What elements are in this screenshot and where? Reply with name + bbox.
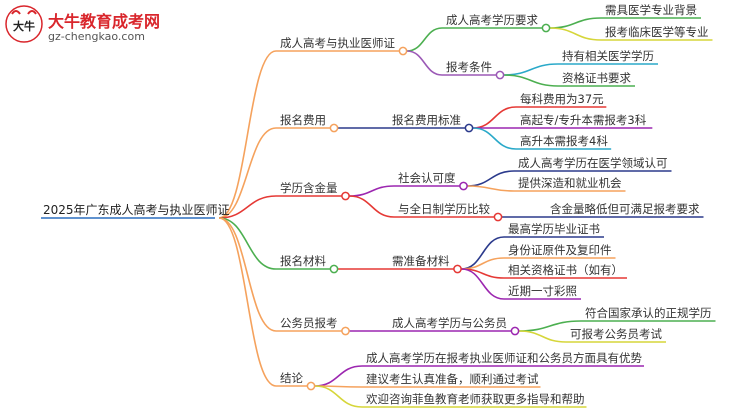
sub-node-2-1[interactable]: 与全日制学历比较: [398, 202, 490, 216]
branch-node-4[interactable]: 公务员报考: [280, 316, 338, 330]
edge-sub-1-0-to-leaf-0: [472, 106, 517, 129]
leaf-node-1-0-1[interactable]: 高起专/专升本需报考3科: [520, 113, 647, 127]
leaf-node-0-1-1[interactable]: 资格证书要求: [562, 71, 631, 85]
branch-node-3[interactable]: 报名材料: [280, 254, 326, 268]
mind-map-edges: [41, 17, 716, 408]
leaf-node-1-0-0[interactable]: 每科费用为37元: [520, 92, 604, 106]
edge-root-to-branch-3: [218, 217, 277, 270]
edge-root-to-branch-0: [218, 50, 277, 219]
bull-logo-icon: 大牛: [5, 5, 43, 43]
sub-node-4-0[interactable]: 成人高考学历与公务员: [392, 316, 507, 330]
edge-sub-4-0-to-leaf-1: [518, 330, 567, 343]
sub-node-2-0[interactable]: 社会认可度: [398, 171, 456, 185]
leaf-node-0-1-0[interactable]: 持有相关医学学历: [562, 49, 654, 63]
edge-root-to-branch-5: [218, 217, 277, 387]
leaf-node-3-0-0[interactable]: 最高学历毕业证书: [508, 222, 600, 236]
branch-node-1[interactable]: 报名费用: [280, 113, 326, 127]
sub-node-0-0[interactable]: 成人高考学历要求: [446, 13, 538, 27]
edge-sub-1-0-to-leaf-2: [472, 127, 517, 150]
leaf-node-1-0-2[interactable]: 高升本需报考4科: [520, 134, 608, 148]
edge-sub-0-1-to-leaf-1: [503, 74, 559, 87]
branch-collapse-toggle-1[interactable]: [329, 123, 339, 133]
branch-node-2[interactable]: 学历含金量: [280, 181, 338, 195]
sub-collapse-toggle-1-0[interactable]: [464, 123, 474, 133]
leaf-node-0-0-0[interactable]: 需具医学专业背景: [605, 3, 697, 17]
edge-sub-0-1-to-leaf-0: [503, 63, 559, 76]
leaf-node-4-0-1[interactable]: 可报考公务员考试: [570, 327, 662, 341]
mind-map-nodes: 2025年广东成人高考与执业医师证 成人高考与执业医师证 成人高考学历要求 需具医学专…: [43, 3, 712, 406]
sub-node-1-0[interactable]: 报名费用标准: [392, 113, 461, 127]
leaf-node-5-2[interactable]: 欢迎咨询菲鱼教育老师获取更多指导和帮助: [366, 392, 585, 406]
site-logo[interactable]: 大牛 大牛教育成考网 gz-chengkao.com: [4, 4, 174, 50]
edge-sub-3-0-to-leaf-3: [461, 268, 505, 300]
branch-node-5[interactable]: 结论: [280, 371, 303, 385]
sub-collapse-toggle-0-0[interactable]: [541, 23, 551, 33]
branch-collapse-toggle-0[interactable]: [398, 46, 408, 56]
branch-node-0[interactable]: 成人高考与执业医师证: [280, 36, 395, 50]
sub-node-3-0[interactable]: 需准备材料: [392, 254, 450, 268]
logo-glyph: 大牛: [13, 19, 35, 33]
branch-collapse-toggle-5[interactable]: [306, 381, 316, 391]
leaf-node-2-0-0[interactable]: 成人高考学历在医学领域认可: [518, 156, 668, 170]
site-url: gz-chengkao.com: [48, 30, 145, 43]
site-name: 大牛教育成考网: [48, 12, 161, 31]
sub-collapse-toggle-2-1[interactable]: [493, 212, 503, 222]
sub-collapse-toggle-4-0[interactable]: [510, 326, 520, 336]
edge-branch-2-to-sub-0: [349, 185, 395, 197]
root-node[interactable]: 2025年广东成人高考与执业医师证: [43, 202, 230, 217]
edge-branch-5-to-leaf-2: [314, 385, 363, 408]
edge-sub-0-0-to-leaf-0: [549, 17, 602, 29]
edge-branch-0-to-sub-1: [406, 50, 443, 76]
leaf-node-5-0[interactable]: 成人高考学历在报考执业医师证和公务员方面具有优势: [366, 351, 642, 365]
sub-collapse-toggle-2-0[interactable]: [459, 181, 468, 191]
edge-branch-5-to-leaf-0: [314, 365, 363, 387]
sub-collapse-toggle-3-0[interactable]: [453, 264, 462, 274]
leaf-node-3-0-3[interactable]: 近期一寸彩照: [508, 284, 577, 298]
sub-collapse-toggle-0-1[interactable]: [495, 70, 505, 80]
leaf-node-3-0-2[interactable]: 相关资格证书（如有）: [508, 263, 623, 277]
edge-root-to-branch-2: [218, 195, 277, 219]
branch-collapse-toggle-3[interactable]: [329, 264, 339, 274]
leaf-node-2-0-1[interactable]: 提供深造和就业机会: [518, 176, 622, 190]
branch-collapse-toggle-2[interactable]: [341, 191, 350, 201]
sub-node-0-1[interactable]: 报考条件: [446, 60, 492, 74]
leaf-node-4-0-0[interactable]: 符合国家承认的正规学历: [585, 306, 712, 320]
edge-branch-0-to-sub-0: [406, 27, 443, 52]
edge-sub-2-0-to-leaf-1: [467, 185, 515, 192]
leaf-node-5-1[interactable]: 建议考生认真准备，顺利通过考试: [366, 372, 539, 386]
leaf-node-2-1-0[interactable]: 含金量略低但可满足报考要求: [550, 202, 700, 216]
edge-root-to-branch-4: [218, 217, 277, 332]
edge-sub-0-0-to-leaf-1: [549, 27, 602, 41]
edge-branch-2-to-sub-1: [349, 195, 395, 218]
branch-collapse-toggle-4[interactable]: [341, 326, 350, 336]
leaf-node-3-0-1[interactable]: 身份证原件及复印件: [508, 243, 612, 257]
edge-root-to-branch-1: [218, 127, 277, 219]
leaf-node-0-0-1[interactable]: 报考临床医学等专业: [605, 25, 709, 39]
edge-sub-2-0-to-leaf-0: [467, 170, 515, 187]
